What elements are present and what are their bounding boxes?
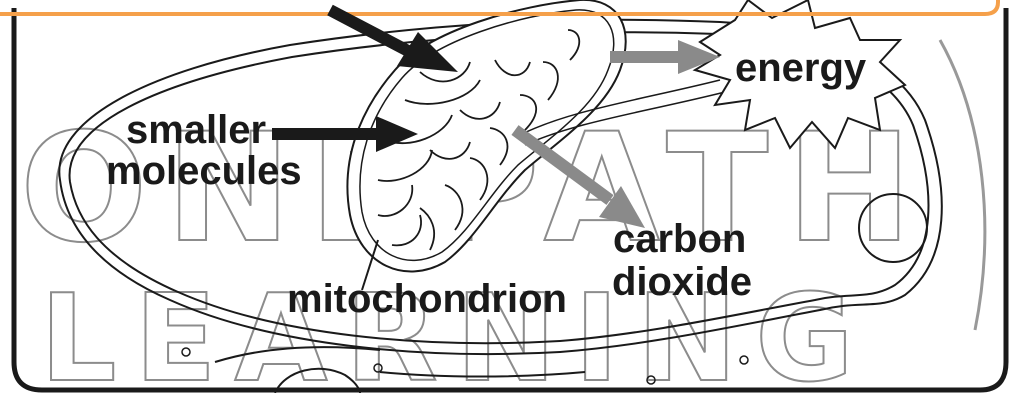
header-orange-border xyxy=(0,0,998,14)
cell-wall-band xyxy=(940,40,985,330)
label-energy: energy xyxy=(735,46,867,90)
label-carbon: carbon xyxy=(613,217,746,261)
label-dioxide: dioxide xyxy=(612,260,752,304)
label-molecules: molecules xyxy=(106,149,302,193)
label-mitochondrion: mitochondrion xyxy=(287,277,567,321)
header-bar xyxy=(0,0,1018,10)
label-smaller: smaller xyxy=(126,108,266,152)
